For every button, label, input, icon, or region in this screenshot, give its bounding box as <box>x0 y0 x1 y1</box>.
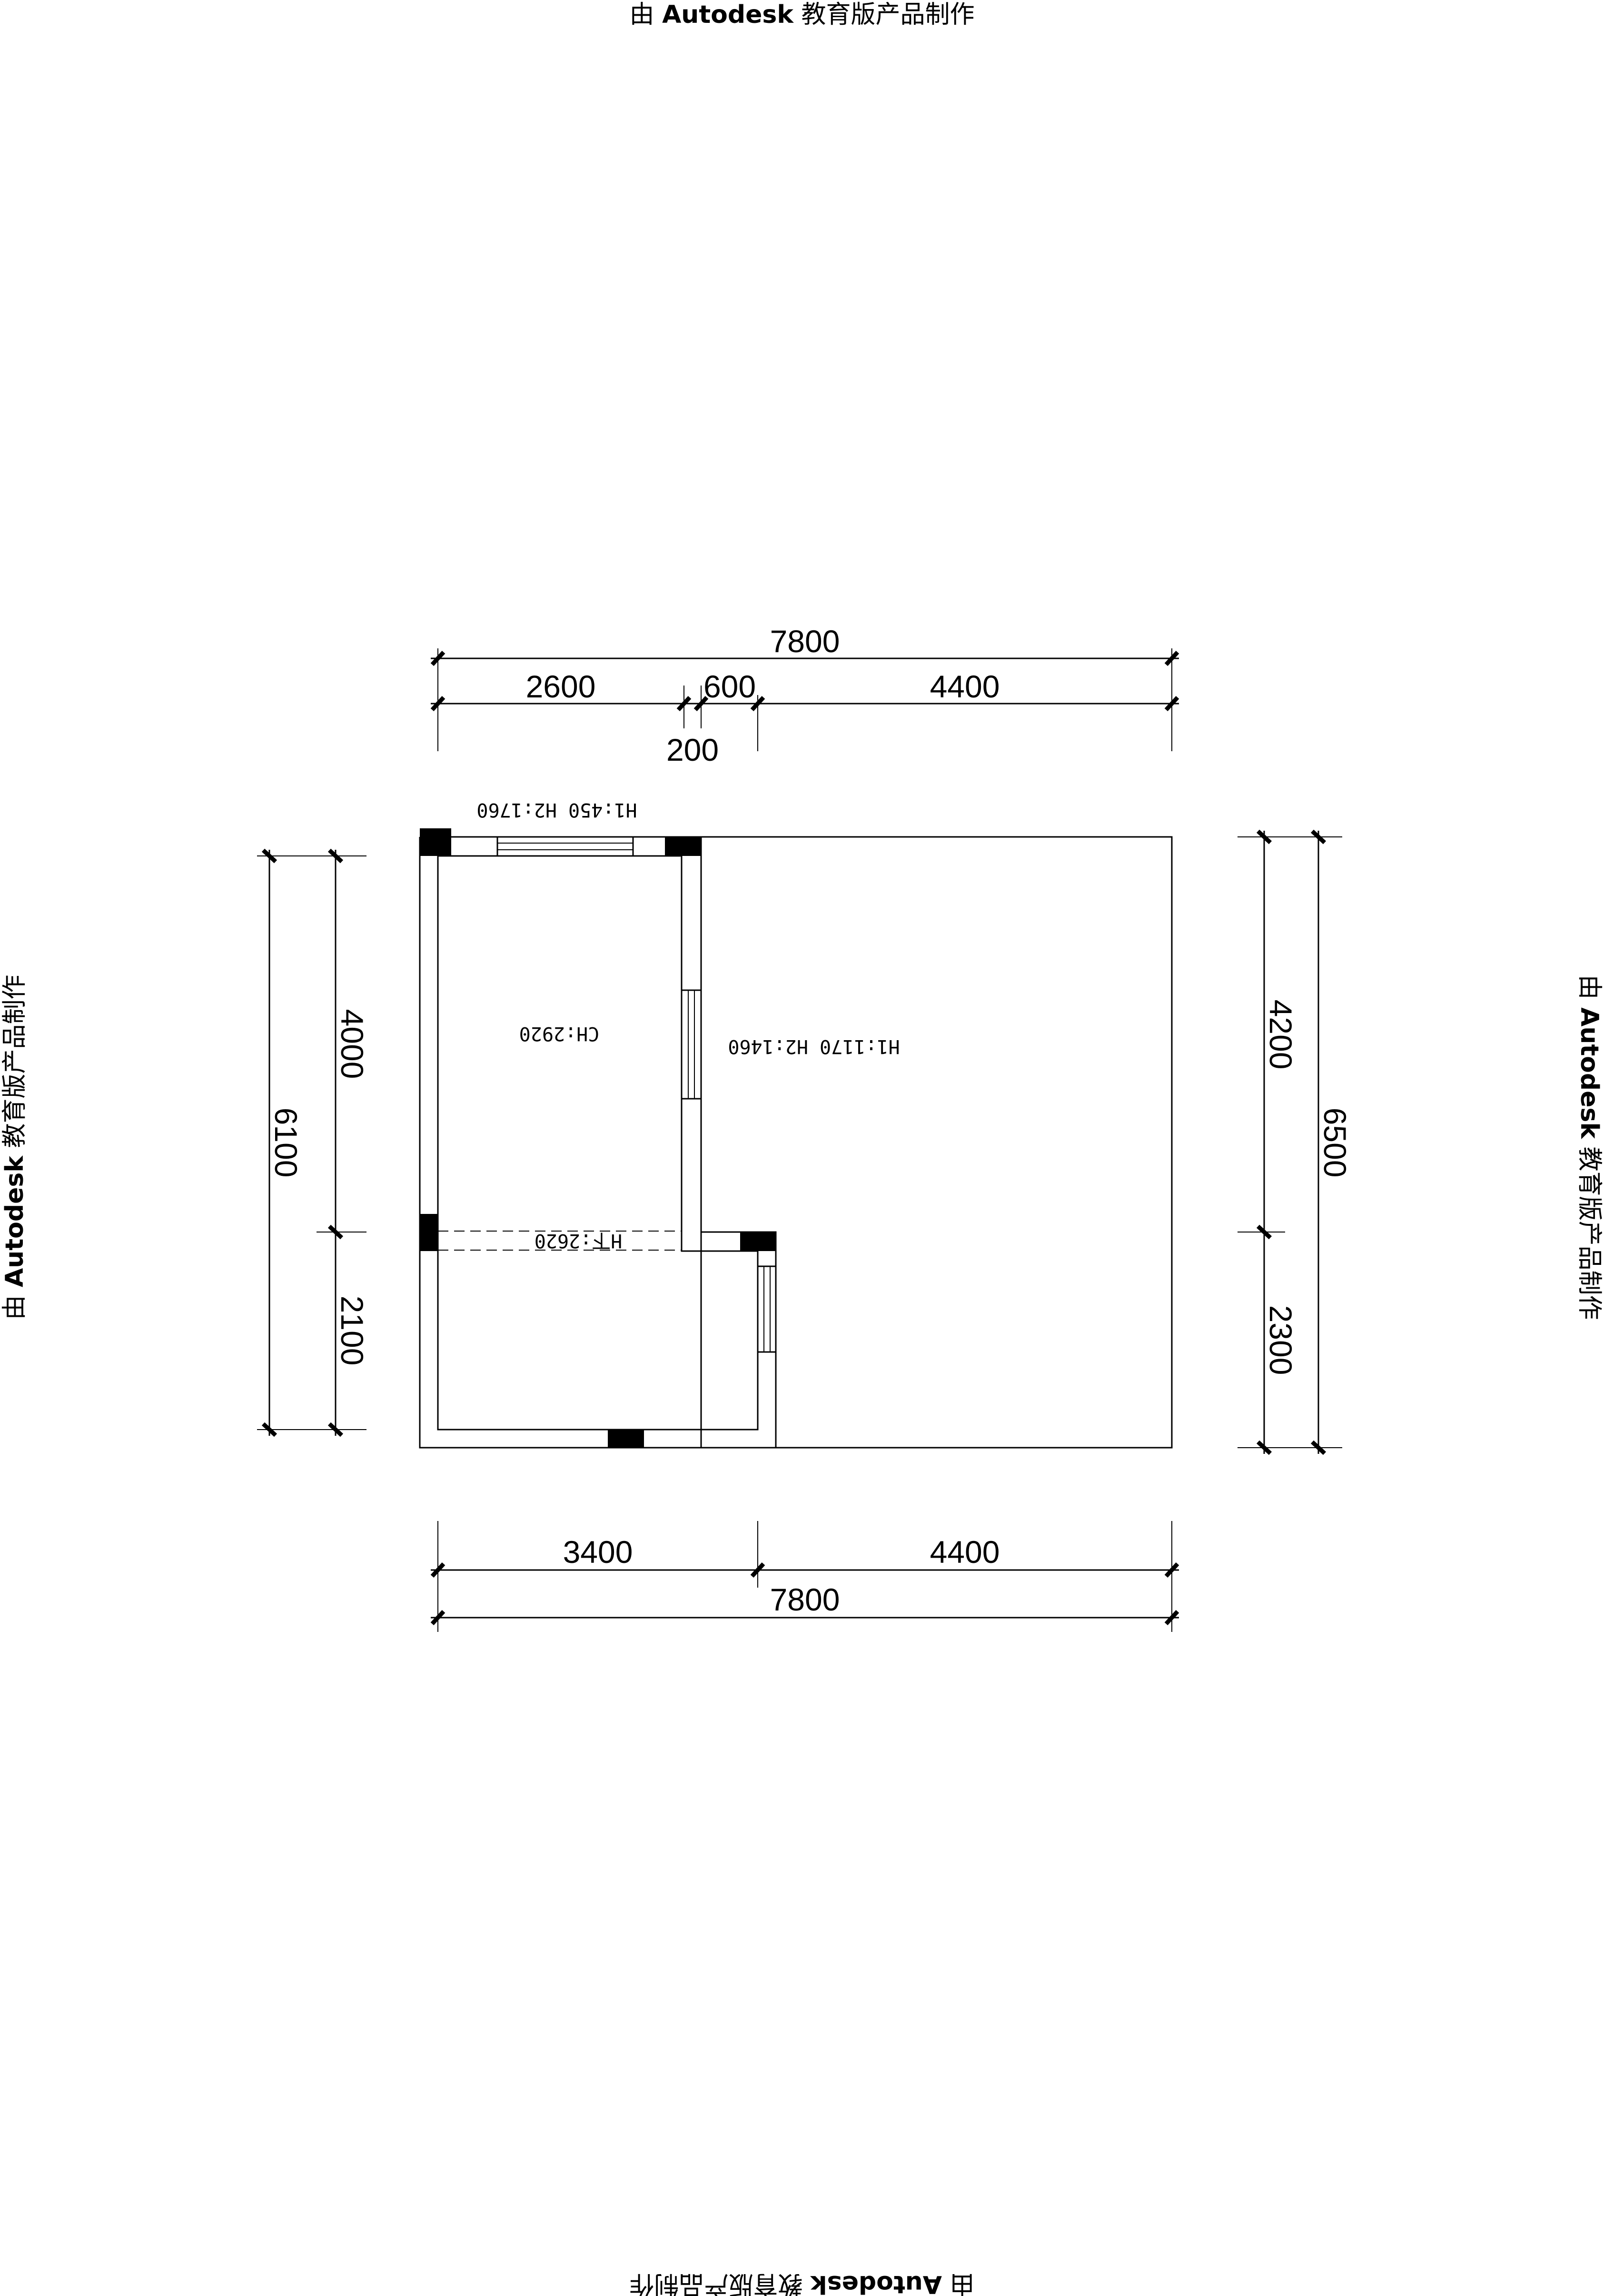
dim-left-seg-a: 4000 <box>335 1009 370 1079</box>
dim-bottom-seg-a: 3400 <box>563 1534 633 1570</box>
watermark-top: 由 Autodesk 教育版产品制作 <box>630 0 975 29</box>
window-top <box>496 836 634 857</box>
column-top-left <box>420 828 451 856</box>
svg-text:由 Autodesk 教育版产品制作: 由 Autodesk 教育版产品制作 <box>630 0 975 29</box>
top-dimension-chain: 7800 2600 600 4400 200 <box>430 624 1179 767</box>
watermark-bottom: 由 Autodesk 教育版产品制作 <box>630 2270 975 2296</box>
floor-plan <box>419 828 1173 1449</box>
dim-top-seg-c: 4400 <box>930 669 1000 704</box>
window-lower-right <box>757 1265 777 1353</box>
column-left-mid <box>420 1214 438 1251</box>
note-ceiling-height: CH:2920 <box>519 1023 600 1044</box>
note-right-window: H1:1170 H2:1460 <box>728 1035 900 1057</box>
dim-left-overall: 6100 <box>268 1108 304 1178</box>
watermark-right: 由 Autodesk 教育版产品制作 <box>1575 975 1604 1320</box>
dim-right-overall: 6500 <box>1317 1108 1353 1178</box>
dim-top-seg-b: 600 <box>703 669 756 704</box>
dim-bottom-overall: 7800 <box>770 1582 840 1617</box>
dim-top-seg-small: 200 <box>666 732 719 767</box>
dim-right-seg-b: 2300 <box>1263 1305 1298 1375</box>
right-room-outline <box>700 836 1173 1449</box>
column-bottom <box>608 1430 644 1448</box>
dim-right-seg-a: 4200 <box>1263 1000 1298 1070</box>
right-dimension-chain: 4200 2300 6500 <box>1238 829 1353 1455</box>
window-partition <box>681 989 702 1100</box>
column-mid-corner <box>740 1232 776 1251</box>
left-room-outer-wall <box>419 836 777 1449</box>
watermark-left: 由 Autodesk 教育版产品制作 <box>0 975 29 1320</box>
dim-bottom-seg-b: 4400 <box>930 1534 1000 1570</box>
note-top-window: H1:450 H2:1760 <box>476 799 637 821</box>
bottom-dimension-chain: 3400 4400 7800 <box>430 1521 1179 1632</box>
svg-text:由 Autodesk 教育版产品制作: 由 Autodesk 教育版产品制作 <box>0 975 29 1320</box>
left-room-inner-wall <box>437 855 759 1431</box>
svg-text:由 Autodesk 教育版产品制作: 由 Autodesk 教育版产品制作 <box>1575 975 1604 1320</box>
column-top-mid <box>665 837 701 856</box>
left-dimension-chain: 6100 4000 2100 <box>257 848 370 1437</box>
dim-left-seg-b: 2100 <box>335 1296 370 1366</box>
dim-top-overall: 7800 <box>770 624 840 659</box>
note-beam-height: H下:2620 <box>535 1230 623 1252</box>
dim-top-seg-a: 2600 <box>526 669 596 704</box>
svg-text:由 Autodesk 教育版产品制作: 由 Autodesk 教育版产品制作 <box>630 2270 975 2296</box>
